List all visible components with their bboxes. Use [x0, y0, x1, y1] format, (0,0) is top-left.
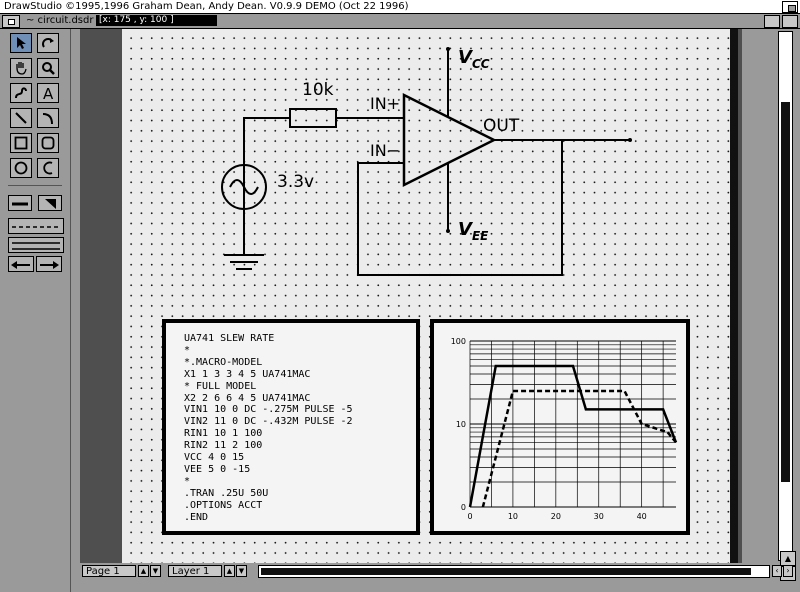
in-plus-label: IN+: [370, 94, 400, 113]
coordinate-readout: [x: 175 , y: 100 ]: [96, 15, 217, 26]
zoom-gadget-icon[interactable]: [764, 15, 780, 28]
ellipse-arc-tool-icon[interactable]: [37, 158, 59, 178]
vee-terminal: [446, 229, 450, 233]
source-label: 3.3v: [277, 172, 314, 192]
netlist-line: RIN1 10 1 100: [184, 428, 263, 440]
horizontal-scroll-thumb[interactable]: [261, 568, 751, 575]
resistor-label: 10k: [302, 80, 334, 100]
chart-x-tick-label: 20: [551, 512, 561, 521]
page-selector[interactable]: Page 1: [82, 565, 136, 577]
scroll-right-icon[interactable]: ›: [783, 565, 793, 577]
wire-feedback: [357, 140, 563, 276]
chart-x-tick-label: 30: [594, 512, 604, 521]
vcc-label: VCC: [458, 47, 490, 71]
arrow-right-icon[interactable]: [36, 256, 62, 272]
chart-x-tick-label: 40: [637, 512, 647, 521]
close-icon[interactable]: [2, 15, 20, 28]
netlist-line: VIN1 10 0 DC -.275M PULSE -5: [184, 404, 353, 416]
depth-gadget-icon[interactable]: [782, 15, 798, 28]
vee-sub: EE: [472, 229, 489, 243]
arc-tool-icon[interactable]: [37, 108, 59, 128]
opamp-triangle: [402, 92, 497, 188]
scroll-up-icon[interactable]: ▲: [780, 551, 796, 566]
vcc-terminal: [446, 47, 450, 51]
output-terminal: [628, 138, 632, 142]
netlist-line: X2 2 6 6 4 5 UA741MAC: [184, 392, 311, 404]
text-tool-icon[interactable]: A: [37, 83, 59, 103]
scroll-left-icon[interactable]: ‹: [772, 565, 782, 577]
netlist-line: VIN2 11 0 DC -.432M PULSE -2: [184, 416, 353, 428]
arrow-left-icon[interactable]: [8, 256, 34, 272]
vcc-sub: CC: [472, 57, 490, 71]
status-bar: Page 1 ▲ ▼ Layer 1 ▲ ▼ ‹ ›: [80, 563, 793, 592]
dash-pattern-button[interactable]: [8, 218, 64, 234]
rectangle-tool-icon[interactable]: [10, 133, 32, 153]
netlist-line: X1 1 3 3 4 5 UA741MAC: [184, 368, 311, 380]
netlist-line: UA741 SLEW RATE: [184, 333, 275, 344]
toolbox-divider: [8, 185, 62, 186]
netlist-line: RIN2 11 2 100: [184, 440, 263, 452]
chart-series-solid: [468, 364, 678, 508]
chart-x-tick-label: 10: [508, 512, 518, 521]
vee-label: VEE: [458, 219, 489, 243]
layer-next-icon[interactable]: ▼: [236, 565, 247, 577]
arrowhead-style-icon[interactable]: [38, 195, 62, 211]
circuit-diagram: 10k 3.3v VCC VEE IN+ IN− OUT: [221, 47, 632, 276]
screen-title-text: DrawStudio ©1995,1996 Graham Dean, Andy …: [4, 1, 409, 12]
vcc-main: V: [458, 47, 474, 68]
netlist-line: .END: [184, 511, 209, 523]
page-shadow: [730, 29, 738, 563]
netlist-line: VCC 4 0 15: [184, 452, 245, 464]
wire-input: [243, 117, 290, 210]
magnify-icon[interactable]: [37, 58, 59, 78]
chart-y-tick-label: 0: [461, 503, 466, 512]
rounded-rectangle-tool-icon[interactable]: [37, 133, 59, 153]
chart-x-tick-label: 0: [467, 512, 472, 521]
screen-title-bar: DrawStudio ©1995,1996 Graham Dean, Andy …: [0, 0, 800, 14]
window-title-bar[interactable]: ~ circuit.dsdr [x: 175 , y: 100 ]: [0, 14, 800, 29]
sine-icon: [229, 179, 259, 195]
line-style-button[interactable]: [8, 195, 32, 211]
vertical-scroll-track[interactable]: [778, 31, 793, 561]
page-prev-icon[interactable]: ▲: [138, 565, 149, 577]
page-next-icon[interactable]: ▼: [150, 565, 161, 577]
chart-y-tick-label: 10: [456, 420, 466, 429]
toolbox: A: [0, 29, 71, 592]
drawing-page[interactable]: 10k 3.3v VCC VEE IN+ IN− OUT UA741 SLEW …: [122, 29, 730, 563]
vee-main: V: [458, 219, 474, 240]
vertical-scroll-thumb[interactable]: [781, 102, 790, 482]
netlist-line: .OPTIONS ACCT: [184, 499, 263, 511]
horizontal-scroll-track[interactable]: [258, 565, 770, 578]
netlist-line: *: [184, 475, 191, 487]
in-minus-label: IN−: [370, 141, 400, 160]
netlist-line: VEE 5 0 -15: [184, 463, 251, 475]
screen-depth-gadget[interactable]: [782, 1, 798, 13]
netlist-line: *: [184, 344, 191, 356]
out-label: OUT: [483, 116, 520, 136]
drawing-canvas[interactable]: 10k 3.3v VCC VEE IN+ IN− OUT UA741 SLEW …: [80, 29, 742, 563]
layer-prev-icon[interactable]: ▲: [224, 565, 235, 577]
netlist-line: * FULL MODEL: [184, 380, 257, 392]
ellipse-tool-icon[interactable]: [10, 158, 32, 178]
line-weight-button[interactable]: [8, 237, 64, 253]
line-tool-icon[interactable]: [10, 108, 32, 128]
freehand-icon[interactable]: [10, 83, 32, 103]
window-filename: ~ circuit.dsdr: [26, 15, 94, 26]
resistor: [289, 108, 337, 128]
chart-series-dashed: [481, 389, 677, 508]
pan-hand-icon[interactable]: [10, 58, 32, 78]
select-arrow-icon[interactable]: [10, 33, 32, 53]
rotate-icon[interactable]: [37, 33, 59, 53]
netlist-line: .TRAN .25U 50U: [184, 487, 269, 499]
chart-y-tick-label: 100: [451, 337, 466, 346]
layer-selector[interactable]: Layer 1: [168, 565, 222, 577]
text-tool-glyph: A: [43, 85, 54, 101]
netlist-line: *.MACRO-MODEL: [184, 356, 263, 368]
vertical-scrollbar[interactable]: ▲ ▼: [776, 29, 800, 592]
